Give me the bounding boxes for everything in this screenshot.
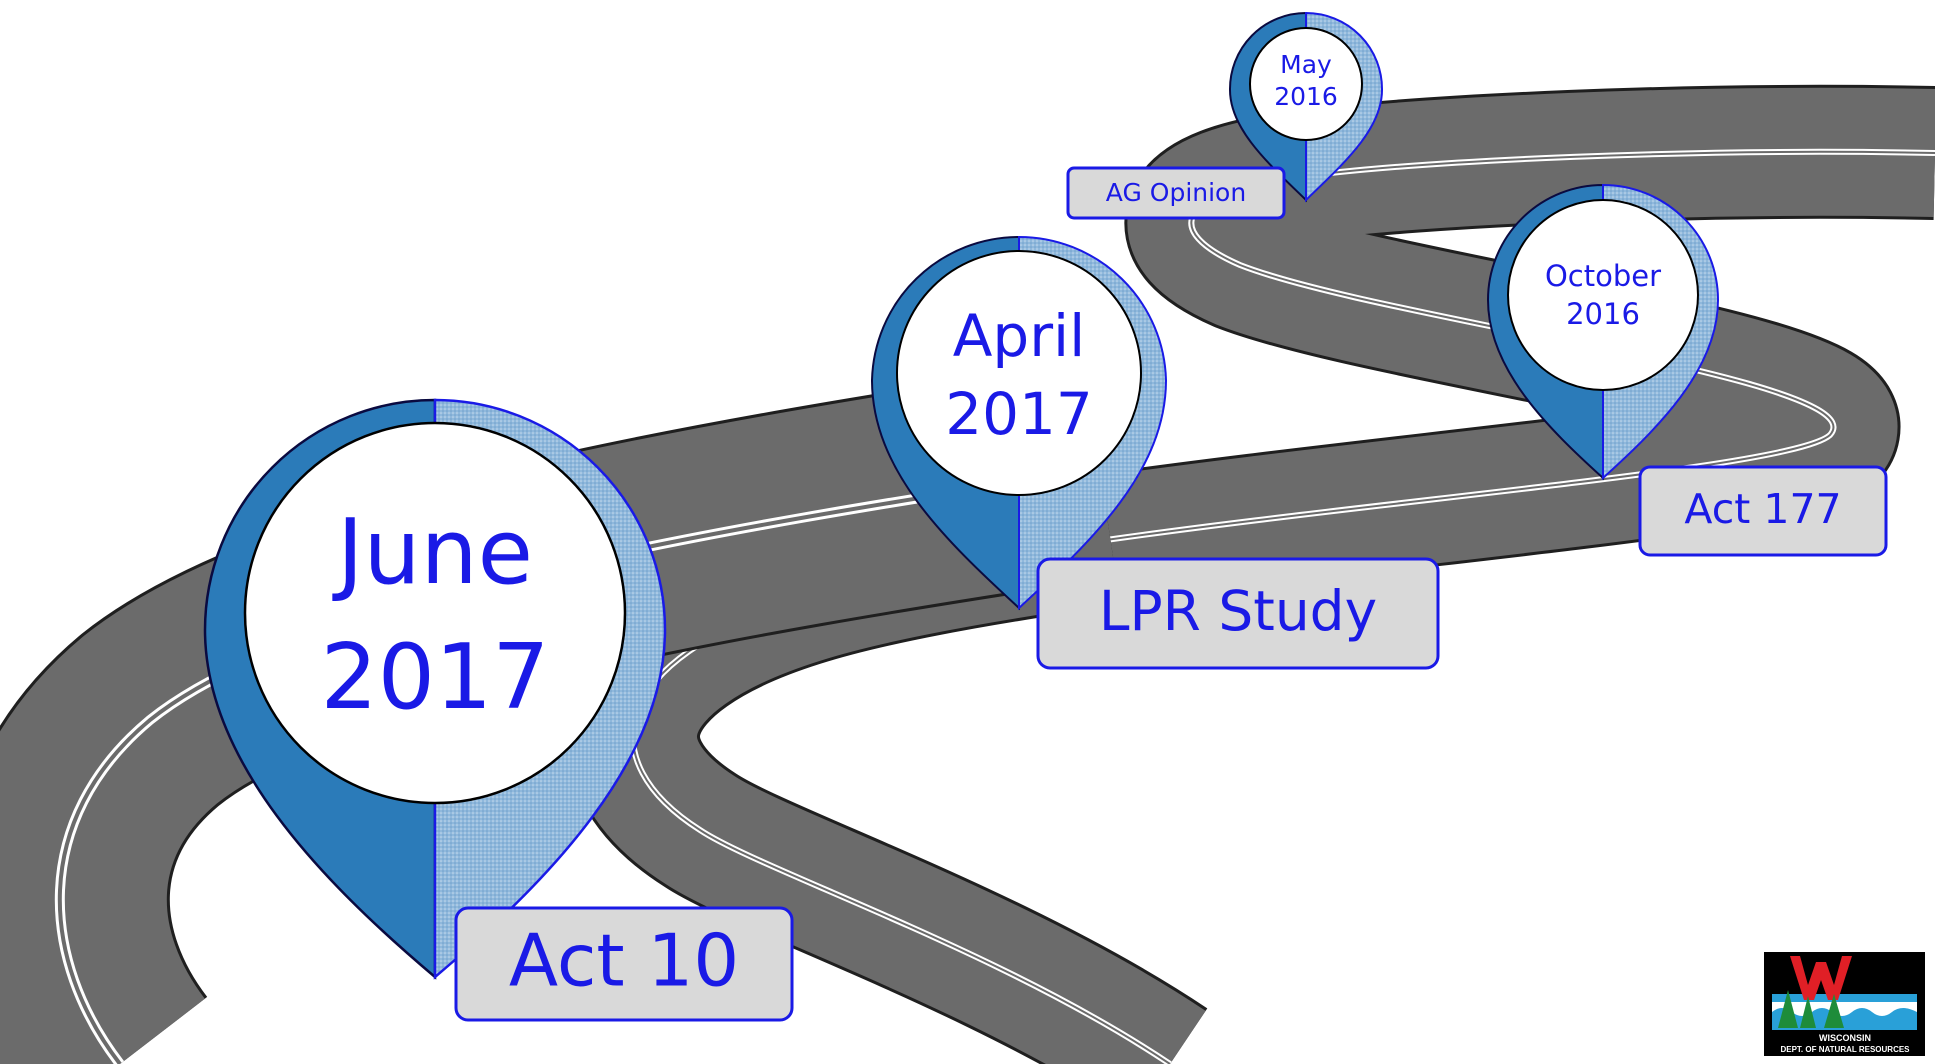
label-april-2017: LPR Study <box>1036 557 1440 670</box>
pin-october-2016-year: 2016 <box>1566 297 1640 331</box>
pin-april-2017: April 2017 <box>870 235 1168 611</box>
label-october-2016-text: Act 177 <box>1684 485 1841 533</box>
logo-w-mark <box>1790 956 1852 1000</box>
wisconsin-dnr-logo: WISCONSIN DEPT. OF NATURAL RESOURCES <box>1764 952 1925 1056</box>
label-june-2017: Act 10 <box>454 906 794 1022</box>
pin-april-2017-year: 2017 <box>945 380 1093 448</box>
pin-may-2016-year: 2016 <box>1274 82 1338 111</box>
label-may-2016: AG Opinion <box>1066 166 1286 220</box>
pin-june-2017: June 2017 <box>203 398 667 980</box>
logo-trees <box>1778 990 1844 1028</box>
label-october-2016: Act 177 <box>1638 465 1888 557</box>
pin-june-2017-year: 2017 <box>320 625 549 730</box>
label-may-2016-text: AG Opinion <box>1106 178 1246 207</box>
pin-june-2017-month: June <box>332 500 533 605</box>
pin-may-2016-month: May <box>1280 50 1332 79</box>
pin-october-2016-month: October <box>1545 259 1661 293</box>
pin-april-2017-month: April <box>953 302 1086 370</box>
logo-line1: WISCONSIN <box>1819 1033 1871 1043</box>
label-april-2017-text: LPR Study <box>1099 579 1377 643</box>
label-june-2017-text: Act 10 <box>509 919 739 1003</box>
pin-october-2016: October 2016 <box>1486 183 1720 481</box>
logo-line2: DEPT. OF NATURAL RESOURCES <box>1780 1045 1910 1054</box>
pin-may-2016: May 2016 <box>1228 11 1384 203</box>
